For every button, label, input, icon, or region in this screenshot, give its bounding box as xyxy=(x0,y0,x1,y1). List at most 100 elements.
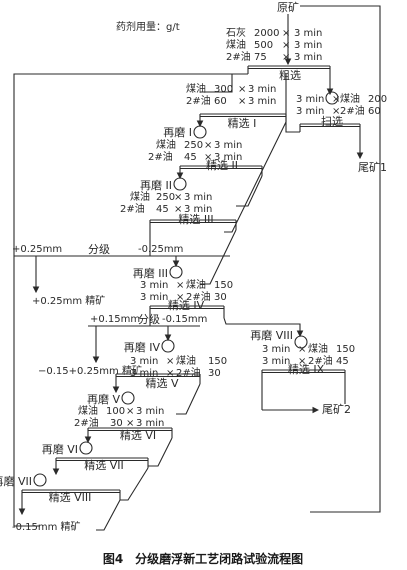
classify1-product-label: +0.25mm 精矿 xyxy=(32,296,106,307)
tail2-label: 尾矿2 xyxy=(322,403,351,416)
regrind5-mill xyxy=(121,391,135,405)
regrind3-reagent-name: 2#油 xyxy=(186,292,211,303)
classify1-fine-label: -0.25mm xyxy=(138,244,184,255)
scavenger-reagent-time: 3 min xyxy=(296,106,325,117)
scavenger-reagent-dose: 200 xyxy=(368,94,388,105)
regrind2-reagent-time: 3 min xyxy=(184,204,213,215)
scavenger-reagent-name: 2#油 xyxy=(340,106,365,117)
regrind4-reagent-time: 3 min xyxy=(130,368,159,379)
rougher-reagent-x: × xyxy=(282,40,291,51)
rougher-reagent-time: 3 min xyxy=(294,28,323,39)
rougher-reagent-dose: 500 xyxy=(254,40,274,51)
regrind4-reagent-dose: 30 xyxy=(208,368,221,379)
regrind5-label: 再磨 V xyxy=(86,393,120,406)
regrind1-reagent-name: 2#油 xyxy=(148,152,173,163)
cleaner1-reagent-time: 3 min xyxy=(248,96,277,107)
regrind4-reagent-x: × xyxy=(166,356,175,367)
regrind5-reagent-x: × xyxy=(126,418,135,429)
figure-caption: 图4 分级磨浮新工艺闭路试验流程图 xyxy=(102,552,304,566)
scavenger-reagent-time: 3 min xyxy=(296,94,325,105)
feed-label: 原矿 xyxy=(277,1,299,14)
regrind1-reagent-x: × xyxy=(204,140,213,151)
cleaner1-reagent-name: 2#油 xyxy=(186,96,211,107)
regrind4-reagent-dose: 150 xyxy=(208,356,228,367)
rougher-conc-line xyxy=(13,73,248,527)
regrind2-reagent-name: 2#油 xyxy=(120,204,145,215)
regrind1-reagent-time: 3 min xyxy=(214,152,243,163)
regrind7-mill xyxy=(33,473,47,487)
cleaner1-reagent-x: × xyxy=(238,96,247,107)
regrind2-reagent-name: 煤油 xyxy=(130,192,150,203)
cleaner1-reagent-dose: 300 xyxy=(214,84,234,95)
regrind3-reagent-time: 3 min xyxy=(140,280,169,291)
regrind2-reagent-x: × xyxy=(174,204,183,215)
cleaner6-label: 精选 VI xyxy=(119,429,157,442)
cleaner1-reagent-x: × xyxy=(238,84,247,95)
scavenger-reagent-name: 煤油 xyxy=(340,94,360,105)
classify2-coarse-label: +0.15mm xyxy=(90,314,141,325)
regrind5-reagent-name: 煤油 xyxy=(78,406,98,417)
regrind8-reagent-time: 3 min xyxy=(262,356,291,367)
regrind1-reagent-x: × xyxy=(204,152,213,163)
regrind3-label: 再磨 III xyxy=(132,267,168,280)
regrind3-reagent-time: 3 min xyxy=(140,292,169,303)
regrind1-label: 再磨 I xyxy=(163,126,192,139)
regrind2-label: 再磨 II xyxy=(140,179,172,192)
classify1-coarse-label: +0.25mm xyxy=(12,244,63,255)
rougher-reagent-dose: 2000 xyxy=(254,28,280,39)
regrind3-reagent-dose: 30 xyxy=(214,292,227,303)
rougher-reagent-x: × xyxy=(282,52,291,63)
cleaner1-reagent-name: 煤油 xyxy=(186,84,206,95)
regrind3-reagent-dose: 150 xyxy=(214,280,234,291)
regrind6-mill xyxy=(79,441,93,455)
regrind1-reagent-time: 3 min xyxy=(214,140,243,151)
regrind2-reagent-time: 3 min xyxy=(184,192,213,203)
cleaner2-label: 精选 II xyxy=(206,159,238,172)
rougher-reagent-x: × xyxy=(282,28,291,39)
cleaner3-label: 精选 III xyxy=(178,213,214,226)
scavenger-reagent-x: × xyxy=(332,106,341,117)
regrind5-reagent-name: 2#油 xyxy=(74,418,99,429)
recycle-line-right xyxy=(300,5,381,513)
regrind1-reagent-dose: 250 xyxy=(184,140,204,151)
regrind4-label: 再磨 IV xyxy=(123,341,160,354)
final-product-label: -0.15mm 精矿 xyxy=(12,522,81,533)
scavenger-mill xyxy=(325,91,339,105)
regrind3-reagent-name: 煤油 xyxy=(186,280,206,291)
regrind1-mill xyxy=(193,125,207,139)
regrind4-reagent-time: 3 min xyxy=(130,356,159,367)
regrind5-reagent-time: 3 min xyxy=(136,418,165,429)
regrind4-reagent-name: 煤油 xyxy=(176,356,196,367)
cleaner4-label: 精选 IV xyxy=(167,299,205,312)
regrind2-reagent-dose: 45 xyxy=(156,204,169,215)
regrind4-reagent-x: × xyxy=(166,368,175,379)
regrind5-reagent-dose: 100 xyxy=(106,406,126,417)
cleaner1-reagent-time: 3 min xyxy=(248,84,277,95)
regrind5-reagent-time: 3 min xyxy=(136,406,165,417)
classify2-label: 分级 xyxy=(138,313,160,326)
regrind2-mill xyxy=(173,177,187,191)
regrind3-reagent-x: × xyxy=(176,292,185,303)
tail1-label: 尾矿1 xyxy=(358,161,387,174)
regrind2-reagent-dose: 250 xyxy=(156,192,176,203)
regrind3-reagent-x: × xyxy=(176,280,185,291)
scavenger-reagent-dose: 60 xyxy=(368,106,381,117)
regrind8-label: 再磨 VIII xyxy=(250,329,293,342)
regrind1-reagent-dose: 45 xyxy=(184,152,197,163)
cleaner9-label: 精选 IX xyxy=(287,363,325,376)
rougher-reagent-name: 2#油 xyxy=(226,52,251,63)
regrind8-reagent-dose: 45 xyxy=(336,356,349,367)
regrind4-reagent-name: 2#油 xyxy=(176,368,201,379)
regrind4-mill xyxy=(161,339,175,353)
cleaner1-reagent-dose: 60 xyxy=(214,96,227,107)
cleaner5-label: 精选 V xyxy=(145,377,179,390)
regrind8-reagent-time: 3 min xyxy=(262,344,291,355)
regrind1-reagent-name: 煤油 xyxy=(156,140,176,151)
scavenger-label: 扫选 xyxy=(321,115,343,128)
regrind8-mill xyxy=(294,335,308,349)
rougher-reagent-name: 石灰 xyxy=(226,28,246,39)
dosage-unit-label: 药剂用量：g/t xyxy=(116,22,180,33)
regrind6-label: 再磨 VI xyxy=(41,443,78,456)
rougher-reagent-dose: 75 xyxy=(254,52,267,63)
classify2-fine-label: -0.15mm xyxy=(162,314,208,325)
